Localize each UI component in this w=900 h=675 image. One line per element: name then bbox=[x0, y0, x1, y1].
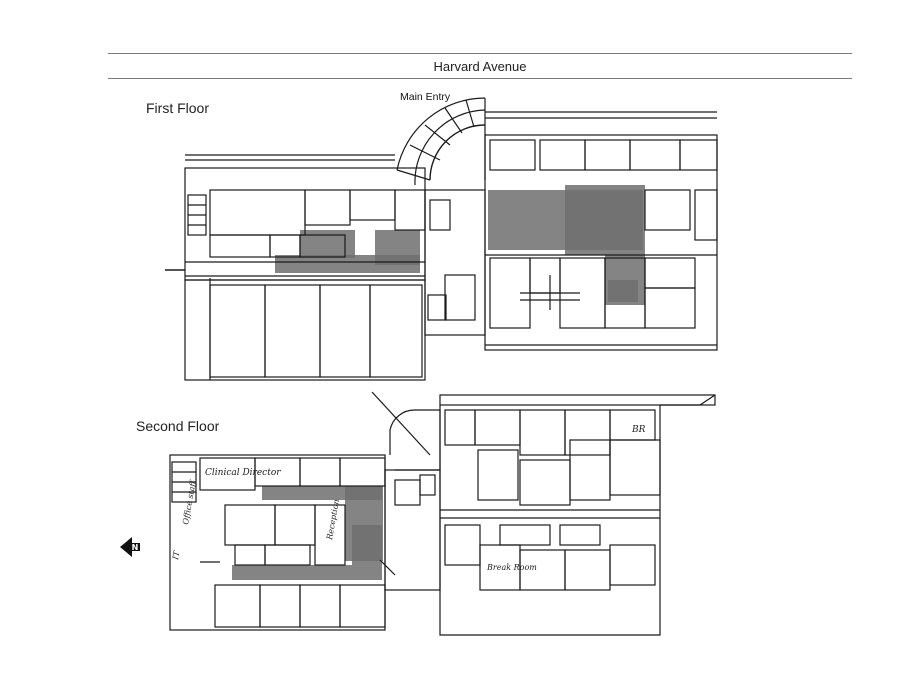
street-line-bottom bbox=[108, 78, 852, 79]
first-floor-plan bbox=[165, 97, 718, 381]
north-label: N bbox=[132, 543, 139, 552]
second-floor-highlight bbox=[232, 486, 383, 580]
street-name: Harvard Avenue bbox=[433, 59, 527, 74]
second-floor-label: Second Floor bbox=[136, 418, 220, 434]
street-line-top bbox=[108, 53, 852, 54]
note-break-room: Break Room bbox=[486, 563, 537, 572]
note-clinical-director: Clinical Director bbox=[205, 468, 281, 478]
note-br: BR bbox=[631, 425, 646, 435]
main-entry-label: Main Entry bbox=[400, 91, 451, 103]
north-arrow-icon: N bbox=[120, 537, 140, 557]
note-it: IT bbox=[171, 550, 182, 562]
second-floor-plan bbox=[169, 391, 716, 636]
first-floor-label: First Floor bbox=[146, 100, 209, 116]
first-floor-highlight bbox=[275, 185, 645, 305]
